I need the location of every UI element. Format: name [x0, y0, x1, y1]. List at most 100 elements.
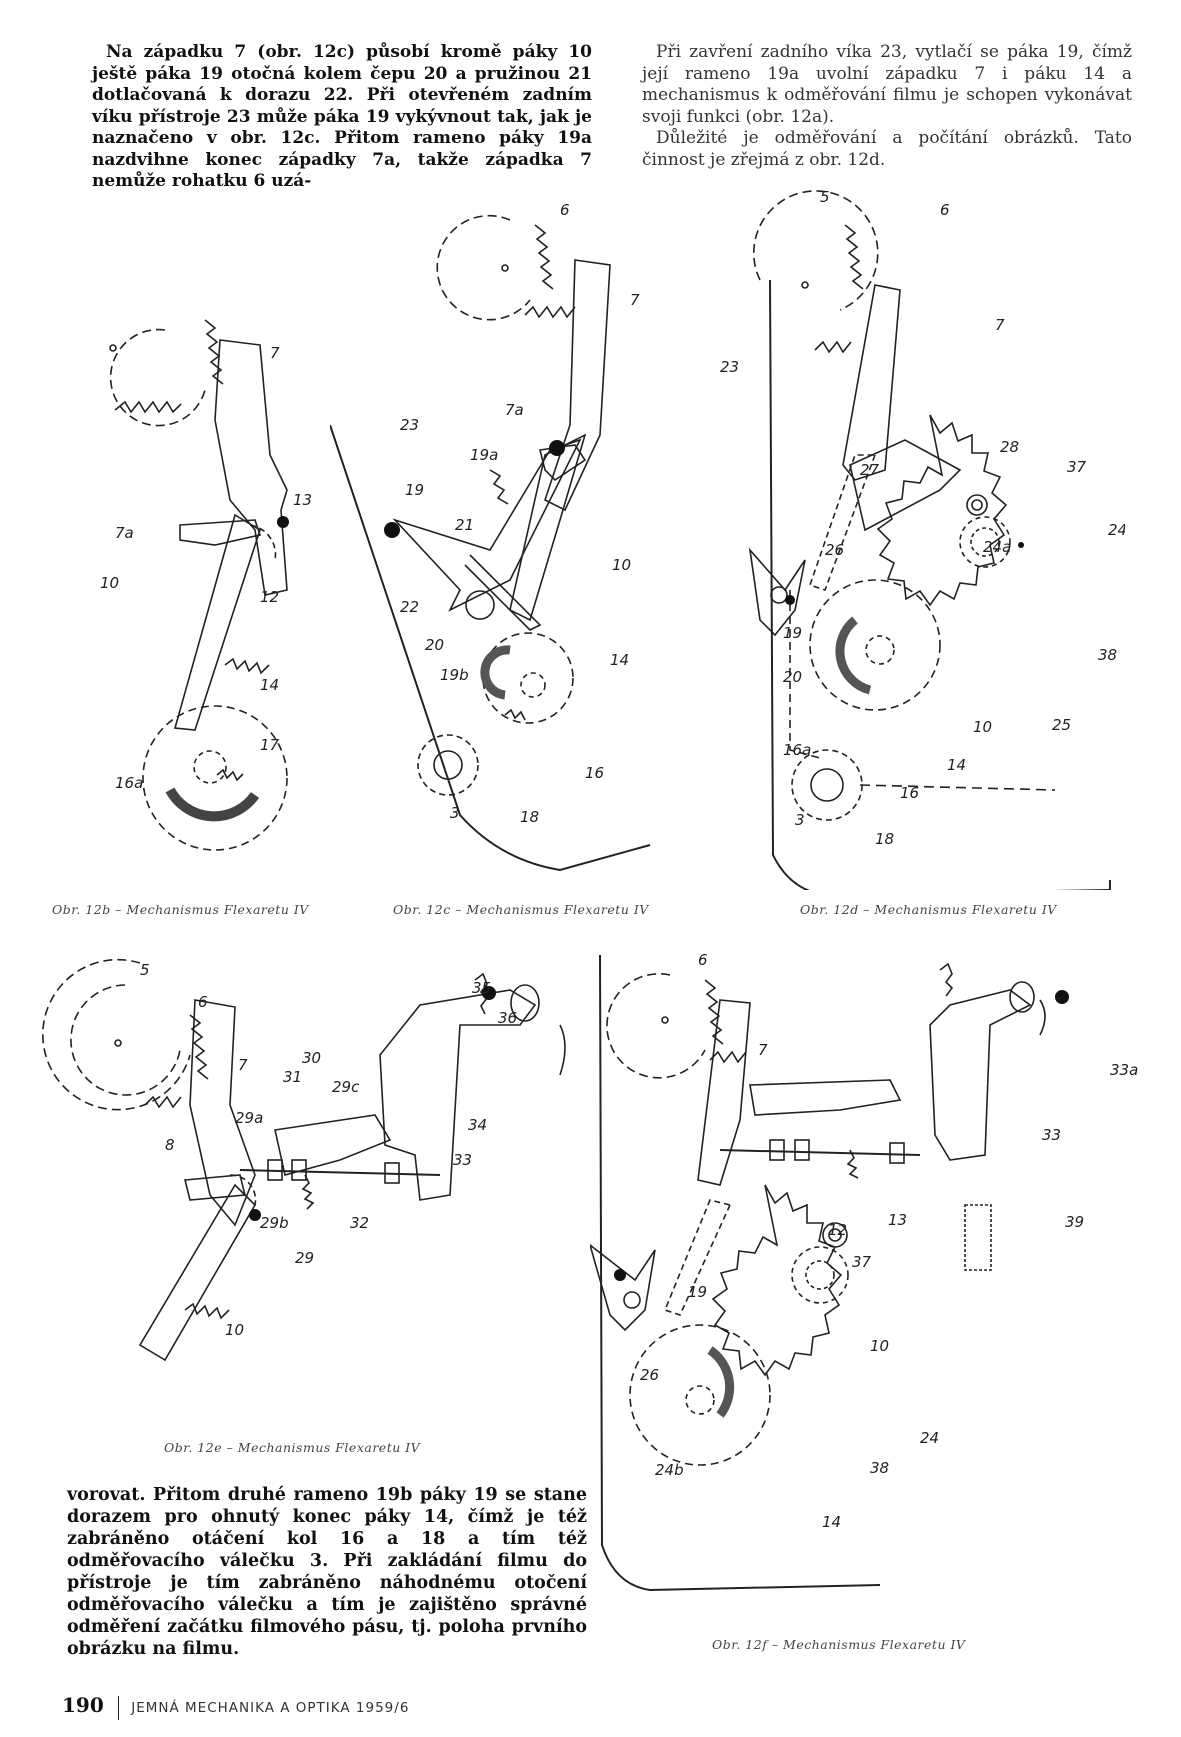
- part-label: 13: [888, 1211, 907, 1229]
- part-label: 38: [870, 1459, 889, 1477]
- paragraph: Na západku 7 (obr. 12c) působí kromě pák…: [92, 42, 592, 191]
- part-label: 12: [260, 588, 279, 606]
- part-label: 7: [995, 316, 1005, 334]
- journal-title: JEMNÁ MECHANIKA A OPTIKA 1959/6: [131, 1700, 410, 1716]
- part-label: 16: [585, 764, 604, 782]
- part-label: 20: [783, 668, 802, 686]
- part-label: 19: [783, 624, 802, 642]
- text-column-left: Na západku 7 (obr. 12c) působí kromě pák…: [92, 42, 592, 193]
- part-label: 18: [520, 808, 539, 826]
- part-label: 10: [225, 1321, 244, 1339]
- page-number: 190: [62, 1693, 104, 1717]
- part-label: 14: [947, 756, 966, 774]
- paragraph: vorovat. Přitom druhé rameno 19b páky 19…: [67, 1485, 587, 1659]
- figure-12b-caption: Obr. 12b – Mechanismus Flexaretu IV: [52, 902, 309, 917]
- figure-12e-caption: Obr. 12e – Mechanismus Flexaretu IV: [164, 1440, 421, 1455]
- part-label: 38: [1098, 646, 1117, 664]
- part-label: 14: [610, 651, 629, 669]
- part-label: 16a: [115, 774, 143, 792]
- part-label: 29b: [260, 1214, 289, 1232]
- part-label: 30: [302, 1049, 321, 1067]
- figure-12f: 6 7 33a 33 13 39 12 37 19 10 26 24 38 24…: [590, 951, 1138, 1592]
- part-label: 26: [825, 541, 844, 559]
- part-label: 14: [260, 676, 279, 694]
- figure-12c-labels: 6 7 23 7a 19a 19 21 10 22 20 19b 14 16 3…: [400, 201, 640, 826]
- part-label: 10: [870, 1337, 889, 1355]
- part-label: 19a: [470, 446, 498, 464]
- part-label: 19b: [440, 666, 469, 684]
- part-label: 24: [1108, 521, 1125, 539]
- part-label: 12: [828, 1221, 847, 1239]
- figure-12d-labels: 5 6 7 23 28 37 27 24 24a 26 19 20 38 25 …: [720, 190, 1125, 848]
- part-label: 16: [900, 784, 919, 802]
- paragraph: Důležité je odměřování a počítání obrázk…: [642, 128, 1132, 170]
- part-label: 26: [640, 1366, 659, 1384]
- part-label: 8: [165, 1136, 175, 1154]
- page-footer: 190 JEMNÁ MECHANIKA A OPTIKA 1959/6: [62, 1693, 409, 1720]
- part-label: 6: [560, 201, 570, 219]
- part-label: 23: [720, 358, 739, 376]
- part-label: 18: [875, 830, 894, 848]
- part-label: 37: [1067, 458, 1087, 476]
- figure-12e: 5 6 7 8 30 31 29c 29a 35 36 34 33 29b 32…: [42, 958, 566, 1362]
- text-column-bottom: vorovat. Přitom druhé rameno 19b páky 19…: [67, 1484, 587, 1660]
- figure-12d: 5 6 7 23 28 37 27 24 24a 26 19 20 38 25 …: [720, 190, 1125, 890]
- part-label: 33a: [1110, 1061, 1138, 1079]
- part-label: 36: [498, 1009, 517, 1027]
- footer-divider: [117, 1695, 120, 1720]
- part-label: 3: [450, 804, 460, 822]
- part-label: 14: [822, 1513, 841, 1531]
- part-label: 7: [630, 291, 640, 309]
- part-label: 29c: [332, 1078, 360, 1096]
- part-label: 10: [973, 718, 992, 736]
- part-label: 10: [612, 556, 631, 574]
- part-label: 22: [400, 598, 419, 616]
- part-label: 32: [350, 1214, 369, 1232]
- part-label: 31: [283, 1068, 302, 1086]
- part-label: 6: [198, 993, 208, 1011]
- part-label: 29a: [235, 1109, 263, 1127]
- part-label: 7a: [115, 524, 134, 542]
- part-label: 39: [1065, 1213, 1084, 1231]
- part-label: 10: [100, 574, 119, 592]
- part-label: 33: [453, 1151, 472, 1169]
- part-label: 34: [468, 1116, 487, 1134]
- part-label: 7a: [505, 401, 524, 419]
- part-label: 35: [472, 979, 491, 997]
- figure-12b-labels: 7 13 7a 10 12 14 17 16a: [100, 344, 312, 792]
- part-label: 25: [1052, 716, 1071, 734]
- part-label: 16a: [783, 741, 811, 759]
- part-label: 37: [852, 1253, 872, 1271]
- part-label: 21: [455, 516, 474, 534]
- part-label: 33: [1042, 1126, 1061, 1144]
- part-label: 19: [688, 1283, 707, 1301]
- part-label: 24b: [655, 1461, 684, 1479]
- figure-12f-labels: 6 7 33a 33 13 39 12 37 19 10 26 24 38 24…: [640, 951, 1138, 1531]
- part-label: 24a: [983, 538, 1011, 556]
- part-label: 7: [758, 1041, 768, 1059]
- figure-12f-caption: Obr. 12f – Mechanismus Flexaretu IV: [712, 1637, 966, 1652]
- part-label: 28: [1000, 438, 1019, 456]
- part-label: 27: [860, 461, 880, 479]
- part-label: 19: [405, 481, 424, 499]
- figure-12d-caption: Obr. 12d – Mechanismus Flexaretu IV: [800, 902, 1057, 917]
- part-label: 29: [295, 1249, 314, 1267]
- figure-12c: 6 7 23 7a 19a 19 21 10 22 20 19b 14 16 3…: [330, 201, 651, 872]
- part-label: 5: [140, 961, 150, 979]
- part-label: 7: [238, 1056, 248, 1074]
- paragraph: Při zavření zadního víka 23, vytlačí se …: [642, 42, 1132, 127]
- figure-12c-caption: Obr. 12c – Mechanismus Flexaretu IV: [393, 902, 649, 917]
- part-label: 3: [795, 811, 805, 829]
- part-label: 24: [920, 1429, 939, 1447]
- figure-12e-labels: 5 6 7 8 30 31 29c 29a 35 36 34 33 29b 32…: [140, 961, 517, 1339]
- part-label: 20: [425, 636, 444, 654]
- part-label: 6: [698, 951, 708, 969]
- text-column-right: Při zavření zadního víka 23, vytlačí se …: [642, 42, 1132, 171]
- part-label: 13: [293, 491, 312, 509]
- part-label: 17: [260, 736, 280, 754]
- part-label: 5: [820, 190, 830, 206]
- part-label: 23: [400, 416, 419, 434]
- part-label: 6: [940, 201, 950, 219]
- figure-12b: 7 13 7a 10 12 14 17 16a: [100, 319, 312, 851]
- part-label: 7: [270, 344, 280, 362]
